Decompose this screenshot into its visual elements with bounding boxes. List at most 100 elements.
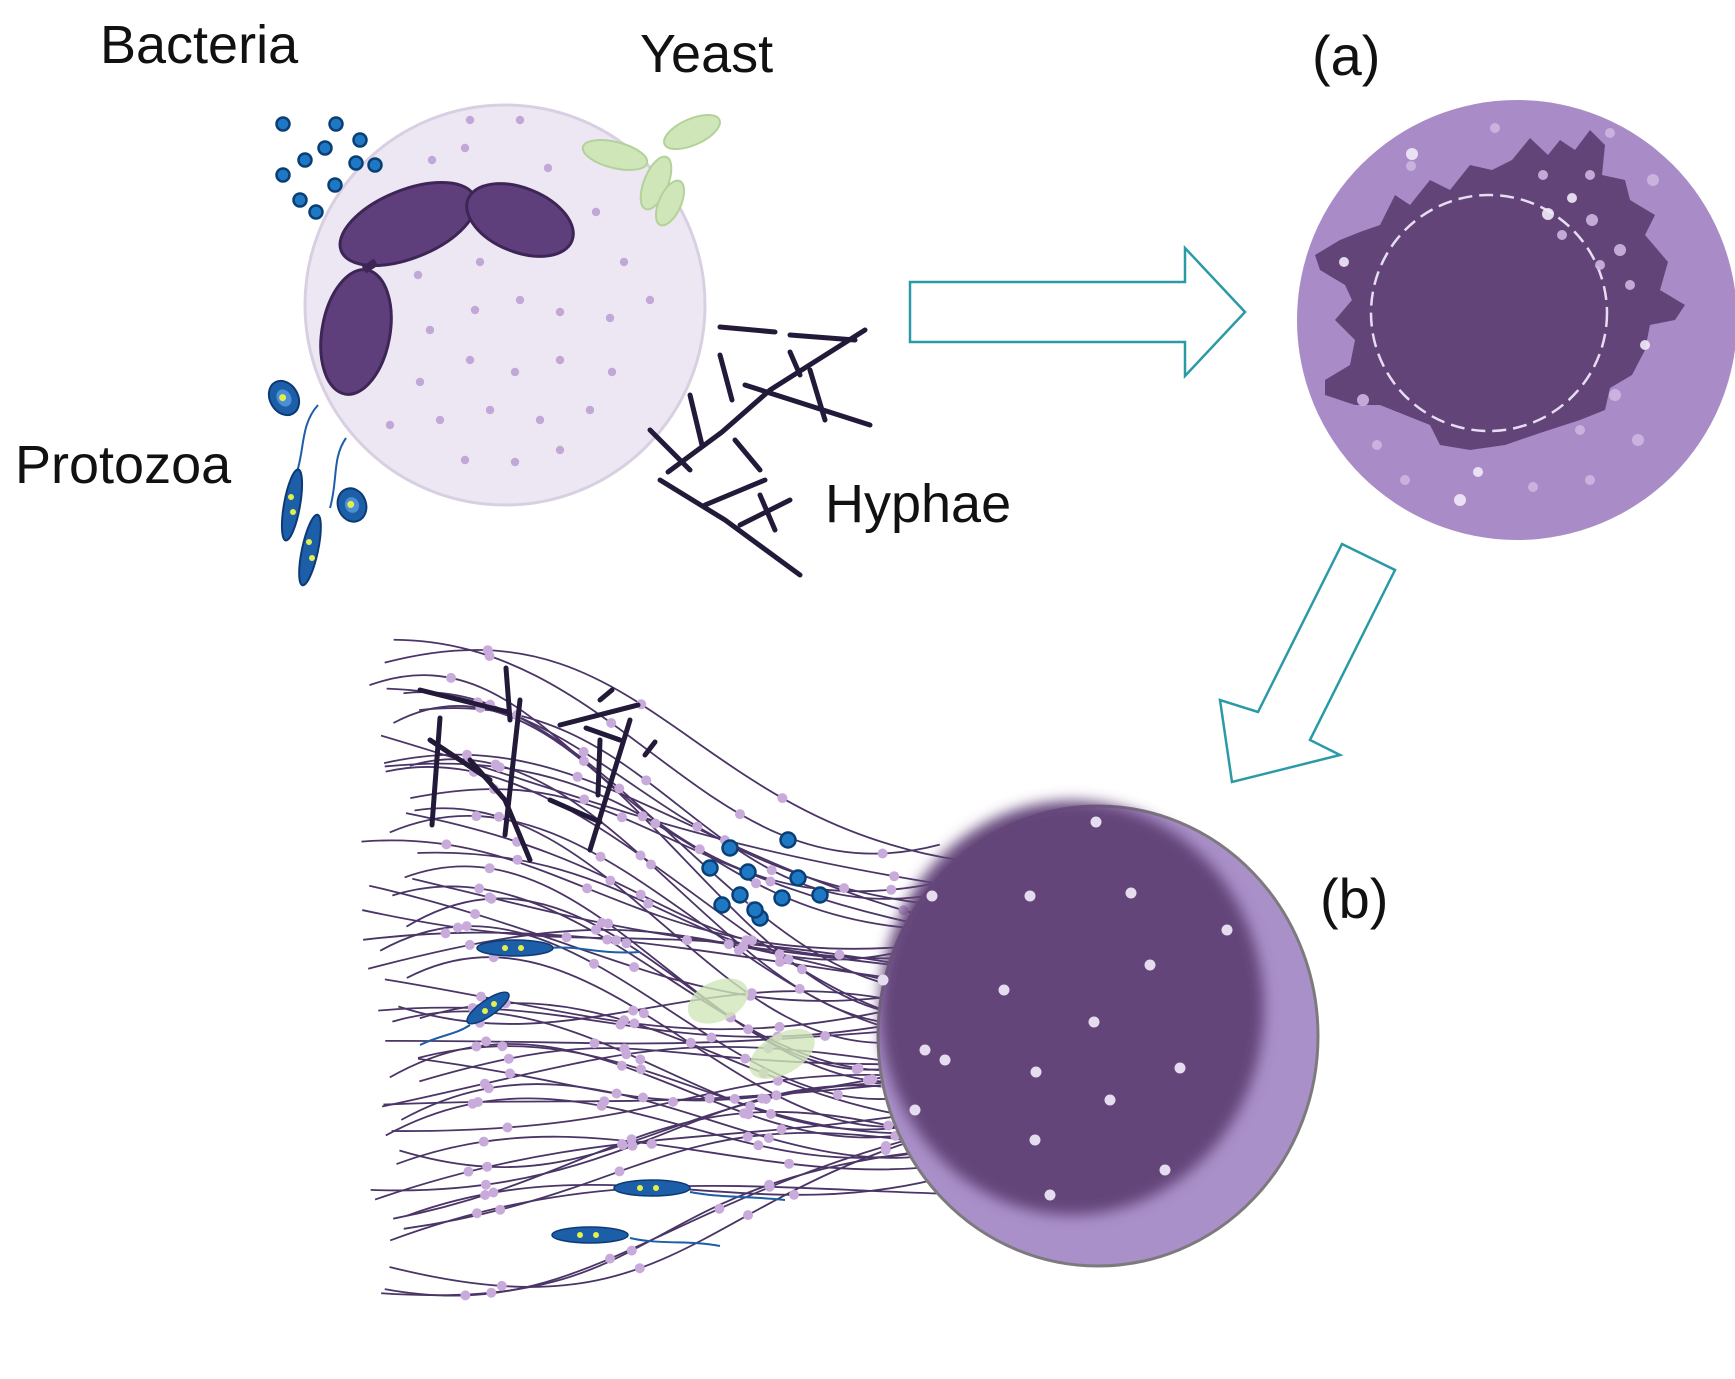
trapped-hyphae bbox=[417, 665, 658, 863]
net-bead bbox=[751, 878, 761, 889]
net-bead bbox=[763, 1133, 774, 1143]
chromatin-strand bbox=[385, 1023, 967, 1045]
net-bead bbox=[579, 794, 590, 805]
granule bbox=[460, 455, 470, 465]
net-bead bbox=[832, 1089, 843, 1100]
hypha-filament bbox=[547, 797, 603, 825]
chromatin-strand bbox=[385, 766, 957, 1028]
net-bead bbox=[582, 883, 593, 894]
net-bead bbox=[747, 935, 757, 946]
granule bbox=[1490, 123, 1500, 133]
net-bead bbox=[605, 875, 616, 886]
net-bead bbox=[446, 672, 456, 683]
granule bbox=[1454, 494, 1466, 506]
net-bead bbox=[784, 1158, 795, 1169]
net-bead bbox=[650, 818, 661, 829]
net-bead bbox=[626, 1134, 637, 1145]
net-bead bbox=[503, 1053, 514, 1064]
net-bead bbox=[626, 1245, 637, 1256]
granule bbox=[1400, 475, 1410, 485]
granule bbox=[1640, 340, 1650, 350]
net-bead bbox=[589, 958, 599, 969]
net-bead bbox=[629, 962, 640, 973]
yeast-cells bbox=[581, 113, 721, 227]
granule bbox=[1625, 280, 1635, 290]
net-bead bbox=[743, 1109, 754, 1120]
yeast-cell bbox=[581, 139, 649, 171]
panel-b-granules bbox=[877, 816, 1233, 1201]
bacterium bbox=[328, 116, 344, 132]
net-bead bbox=[488, 1187, 499, 1198]
granule bbox=[1125, 887, 1137, 899]
panel-a-cell bbox=[1297, 100, 1735, 540]
chromatin-strand bbox=[417, 1045, 926, 1135]
granule bbox=[1542, 208, 1554, 220]
net-bead bbox=[635, 850, 646, 861]
net-bead bbox=[621, 1049, 632, 1060]
net-bead bbox=[621, 938, 632, 949]
granule bbox=[1585, 170, 1595, 180]
granule bbox=[591, 207, 601, 217]
granule bbox=[510, 457, 520, 467]
bacterium bbox=[275, 167, 291, 183]
net-bead bbox=[723, 939, 734, 950]
net-bead bbox=[591, 924, 601, 935]
granule bbox=[1575, 425, 1585, 435]
net-bead bbox=[794, 983, 805, 994]
bacteria-label: Bacteria bbox=[100, 15, 299, 75]
net-bead bbox=[578, 746, 589, 757]
granule bbox=[919, 1044, 931, 1056]
granule bbox=[1024, 890, 1036, 902]
net-bead bbox=[614, 783, 625, 794]
net-bead bbox=[495, 1204, 506, 1215]
granule bbox=[1528, 482, 1538, 492]
hypha-filament bbox=[717, 352, 735, 403]
granule bbox=[415, 377, 425, 387]
hypha-filament bbox=[583, 725, 623, 743]
net-bead bbox=[616, 1060, 627, 1071]
bacterium bbox=[713, 896, 731, 914]
chromatin-strand bbox=[381, 1045, 970, 1108]
bacterium bbox=[721, 839, 739, 857]
granule bbox=[619, 257, 629, 267]
granule bbox=[485, 405, 495, 415]
net-bead bbox=[476, 991, 486, 1002]
net-bead bbox=[462, 749, 472, 760]
net-bead bbox=[486, 893, 497, 904]
net-bead bbox=[611, 935, 622, 946]
net-bead bbox=[745, 1101, 756, 1112]
resting-neutrophil bbox=[303, 103, 707, 507]
right-arrow bbox=[908, 244, 1247, 380]
chromatin-strand bbox=[385, 1097, 934, 1159]
granule bbox=[515, 295, 525, 305]
yeast-cell bbox=[749, 1029, 815, 1079]
bacteria-cluster bbox=[275, 116, 383, 220]
chromatin-strand bbox=[374, 1107, 951, 1201]
protozoa-trophozoite bbox=[613, 1179, 786, 1201]
net-bead bbox=[757, 1093, 767, 1104]
hypha-filament bbox=[647, 427, 693, 473]
granule bbox=[607, 367, 617, 377]
net-bead bbox=[440, 928, 451, 939]
net-bead bbox=[572, 771, 583, 782]
granule bbox=[1632, 434, 1644, 446]
protozoa-trophozoite bbox=[419, 991, 510, 1046]
chromatin-strand bbox=[386, 687, 938, 907]
protozoa-cyst bbox=[336, 487, 368, 523]
net-bead bbox=[735, 809, 745, 820]
granule bbox=[909, 1104, 921, 1116]
net-bead bbox=[486, 1287, 497, 1298]
net-bead bbox=[638, 1092, 648, 1103]
hypha-filament bbox=[642, 739, 658, 758]
granule bbox=[510, 367, 520, 377]
bacterium bbox=[773, 889, 791, 907]
net-bead bbox=[452, 922, 463, 933]
net-bead bbox=[561, 932, 572, 943]
granule bbox=[645, 295, 655, 305]
yeast-cell bbox=[654, 179, 686, 227]
granule bbox=[1538, 170, 1548, 180]
granule bbox=[465, 115, 475, 125]
net-bead bbox=[729, 1093, 740, 1104]
bacterium bbox=[308, 204, 324, 220]
net-bead bbox=[643, 898, 654, 909]
